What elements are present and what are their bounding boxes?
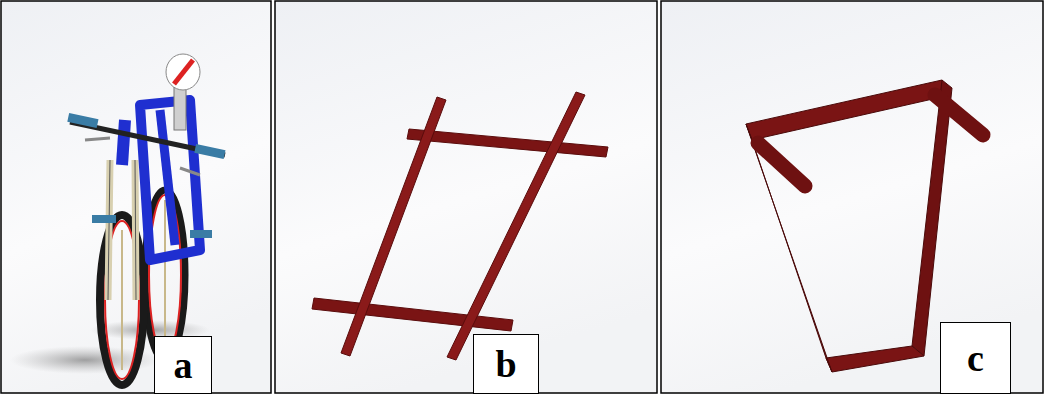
panel-letter: c	[967, 339, 984, 377]
panel-label-box: a	[154, 336, 212, 394]
panel-label-box: b	[473, 334, 539, 394]
panel-label-box: c	[940, 322, 1011, 394]
panel-letter: a	[174, 346, 193, 384]
panel-letter: b	[495, 345, 516, 383]
